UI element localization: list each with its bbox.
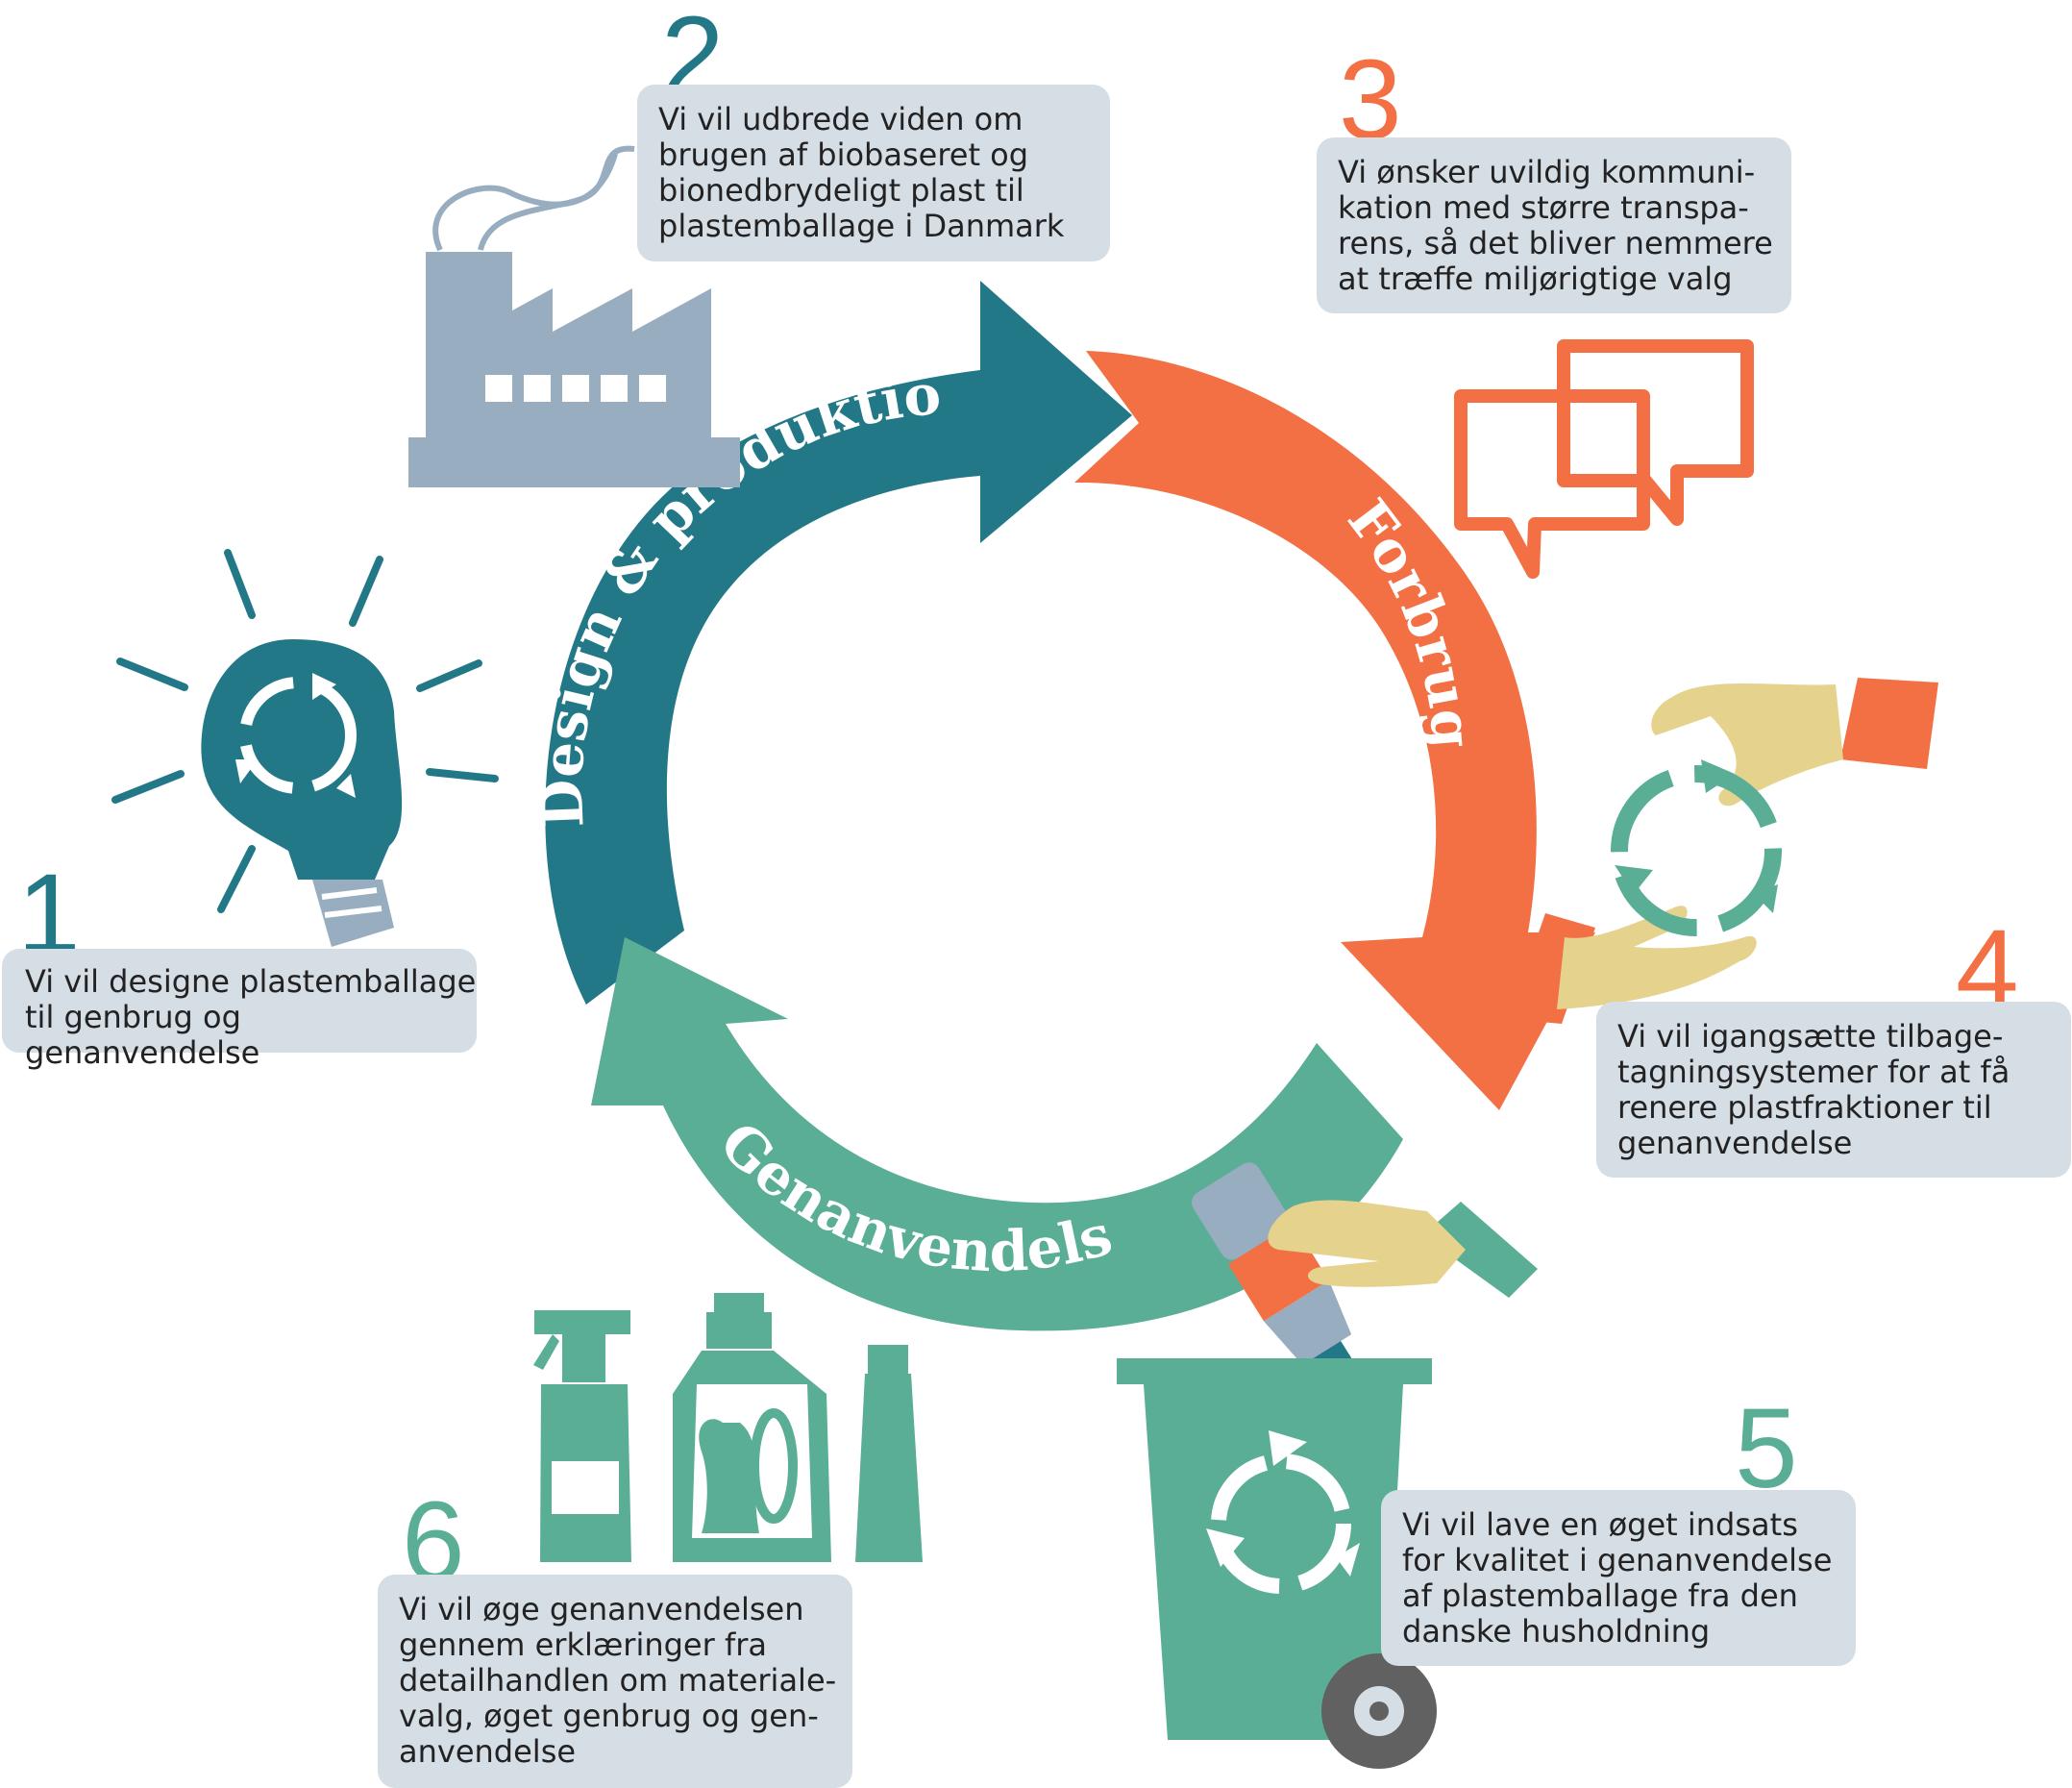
step-4-text: Vi vil igangsætte tilbage- tagningsystem… [1617,1018,2010,1161]
step-2-card: Vi vil udbrede viden om brugen af biobas… [637,85,1110,261]
plastic-bottles-icon [533,1293,923,1562]
speech-bubbles-icon [1454,339,1754,579]
step-6-card: Vi vil øge genanvendelsen gennem erklæri… [378,1575,852,1788]
step-5-text: Vi vil lave en øget indsats for kvalitet… [1402,1506,1833,1650]
step-5-card: Vi vil lave en øget indsats for kvalitet… [1381,1490,1856,1666]
step-3-card: Vi ønsker uvildig kommuni- kation med st… [1317,137,1791,313]
step-5-number: 5 [1735,1385,1798,1512]
step-2-text: Vi vil udbrede viden om brugen af biobas… [658,101,1065,244]
hands-recycle-icon [1509,678,1938,1024]
step-3-text: Vi ønsker uvildig kommuni- kation med st… [1338,154,1773,297]
step-1-card: Vi vil designe plastemballage til genbru… [2,949,477,1071]
recycling-bin-icon [1117,1162,1538,1769]
cycle-arrow-genanvendelse [591,937,1403,1331]
step-4-card: Vi vil igangsætte tilbage- tagningsystem… [1596,1002,2071,1178]
cycle-arrow-design [545,281,1132,1005]
cycle-arrow-forbrug [1074,351,1595,1110]
factory-icon [408,145,740,487]
lightbulb-icon [111,549,499,947]
step-1-text: Vi vil designe plastemballage til genbru… [25,963,477,1071]
step-6-text: Vi vil øge genanvendelsen gennem erklæri… [399,1591,837,1770]
